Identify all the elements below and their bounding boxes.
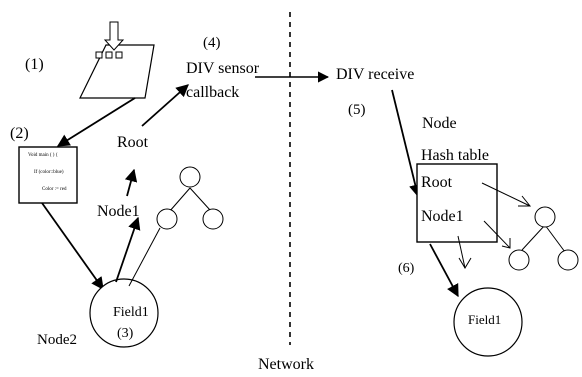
left-tree-edge [128,227,161,287]
step-2-label: (2) [10,125,29,142]
pointer-node1-to-field [457,235,466,269]
div-receive-label: DIV receive [336,66,415,83]
right-tree-node [508,249,530,271]
arrow-root-to-sensor [141,84,189,127]
pointer-arrowhead [501,238,511,249]
code-line: Color := red [42,187,67,192]
arrow-device-to-code [56,97,136,147]
step-3-label: (3) [117,326,134,341]
callback-label: callback [186,84,240,101]
input-device-shape [79,44,155,99]
step-1-label: (1) [25,56,44,73]
input-key [95,51,103,59]
hash-table-box [416,163,498,243]
left-node1-label: Node1 [97,203,140,220]
div-sensor-label: DIV sensor [186,60,260,77]
left-tree-edge [168,187,191,213]
left-tree-node [156,208,178,230]
input-key [105,51,113,59]
code-line: If (color::blue) [34,170,64,175]
left-root-label: Root [117,134,149,151]
pointer-arrowhead [518,195,532,207]
input-key [115,51,123,59]
code-line: Void main ( ) { [28,153,59,158]
left-tree-root-node [179,166,201,188]
left-tree-node [202,208,224,230]
right-tree-edge [521,224,546,251]
pointer-root-to-tree [481,182,531,207]
right-tree-root-node [534,206,556,228]
step-4-label: (4) [203,35,221,51]
arrow-hashtable-to-field [429,243,459,298]
arrow-code-to-field [41,202,104,291]
arrow-node1-to-root [124,168,138,197]
input-arrow-shape [103,21,125,51]
right-field1-circle [453,287,523,357]
network-label: Network [258,356,314,373]
arrow-receive-to-hashtable [391,89,422,198]
left-field1-label: Field1 [113,305,149,320]
hash-root-label: Root [421,174,453,191]
node-label: Node [422,115,457,132]
right-tree-edge [544,224,566,253]
left-tree-edge [189,187,211,211]
step-5-label: (5) [348,102,366,118]
hash-table-label: Hash table [421,147,489,164]
pointer-arrowhead [458,257,472,269]
node2-label: Node2 [37,332,77,348]
pointer-node1-to-tree [483,220,511,249]
hash-node1-label: Node1 [421,208,464,225]
arrow-field-to-node1 [115,216,141,283]
code-box [18,146,78,204]
right-field1-label: Field1 [468,312,502,327]
right-tree-node [557,249,579,271]
left-field1-circle [89,278,159,348]
step-6-label: (6) [398,261,415,276]
